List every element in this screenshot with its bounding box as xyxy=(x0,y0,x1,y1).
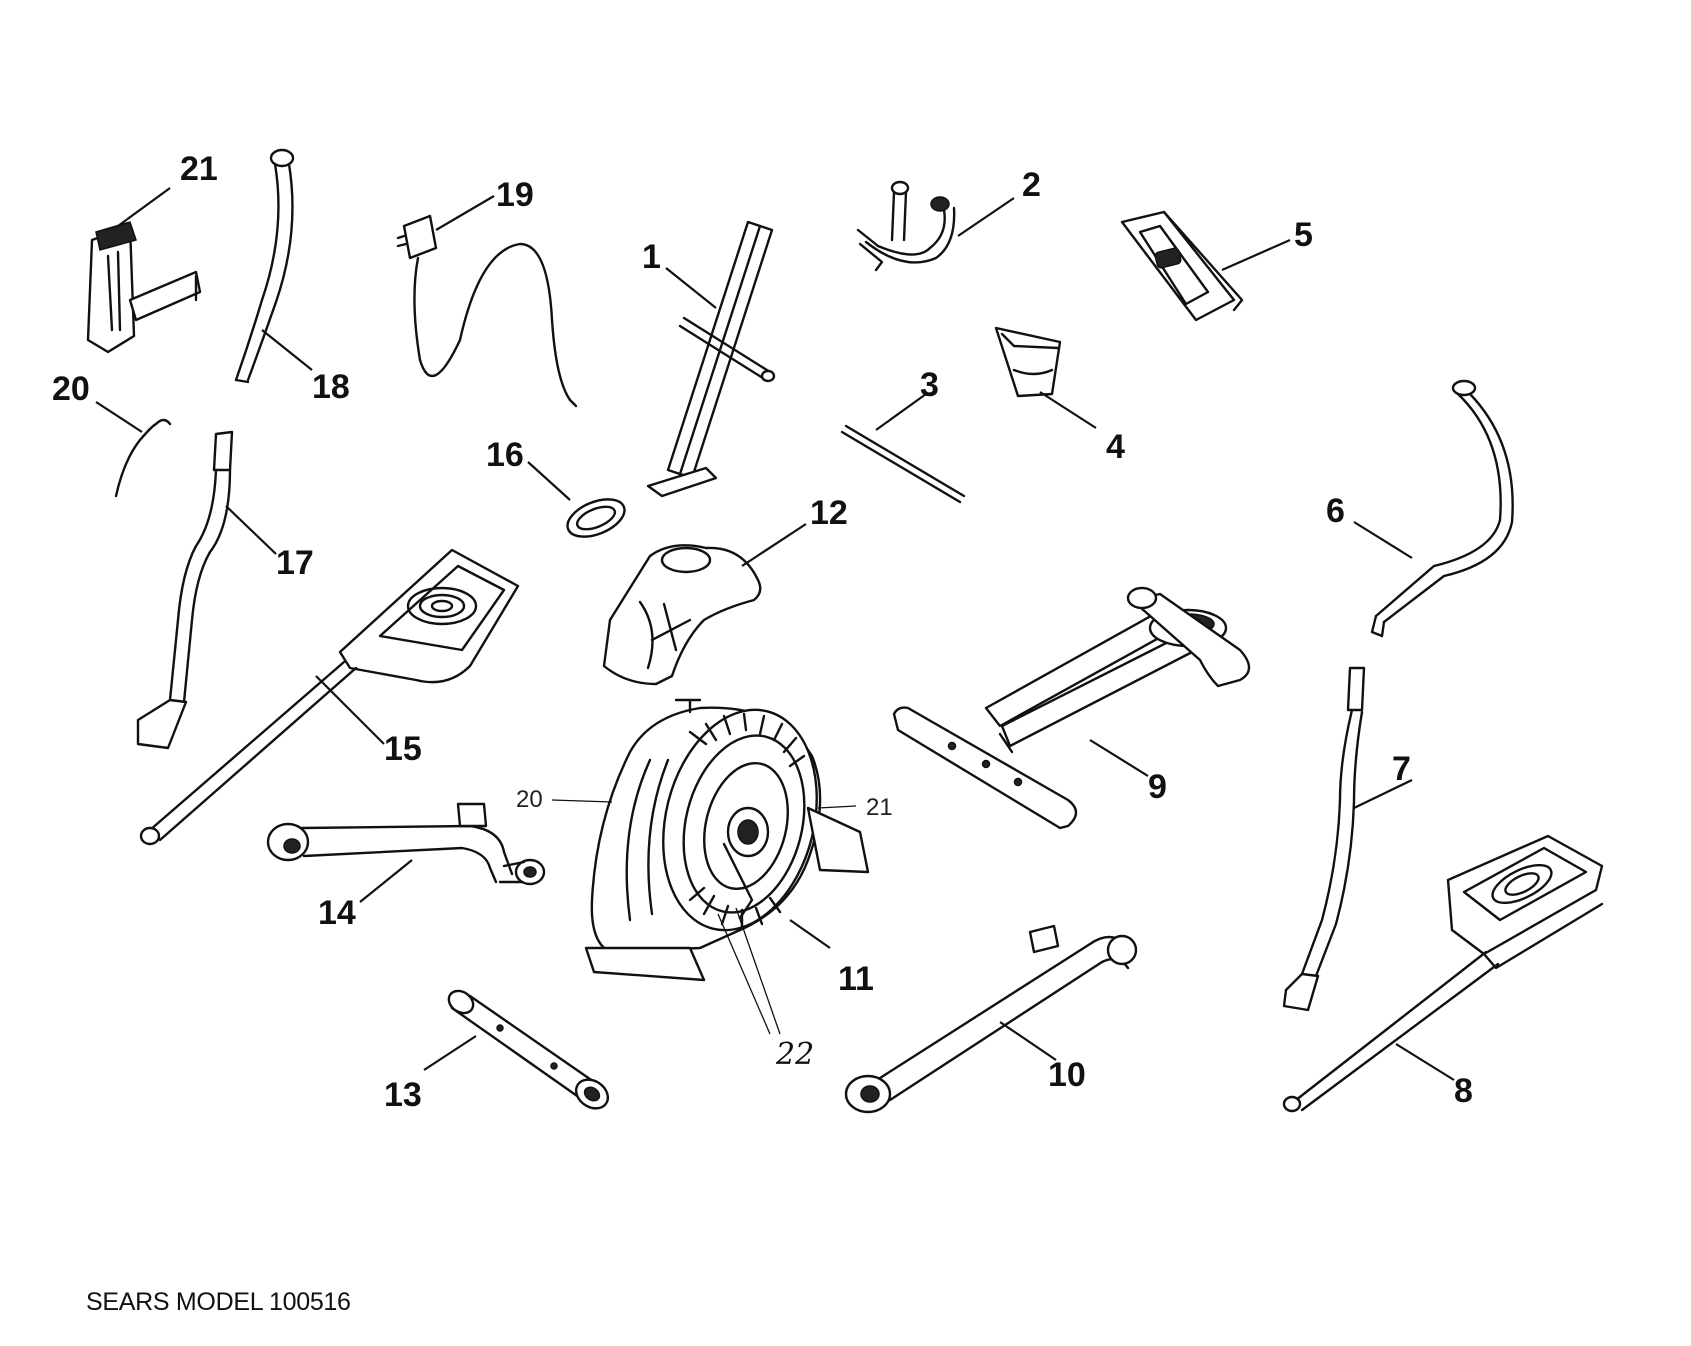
callout-4: 4 xyxy=(1106,428,1125,466)
part-14-crank-arm xyxy=(266,802,546,903)
part-20-wire xyxy=(95,401,172,498)
callout-1: 1 xyxy=(642,238,661,276)
callout-14: 14 xyxy=(318,894,356,932)
callout-5: 5 xyxy=(1294,216,1313,254)
callout-18: 18 xyxy=(312,368,350,406)
sub-callout-20: 20 xyxy=(516,786,543,813)
model-caption: SEARS MODEL 100516 xyxy=(86,1288,351,1316)
part-8-right-pedal-arm xyxy=(1282,834,1604,1113)
callout-2: 2 xyxy=(1022,166,1041,204)
callout-19: 19 xyxy=(496,176,534,214)
callout-6: 6 xyxy=(1326,492,1345,530)
callout-21: 21 xyxy=(180,150,218,188)
callout-11: 11 xyxy=(838,960,874,998)
part-12-shroud xyxy=(602,523,807,686)
callout-12: 12 xyxy=(810,494,848,532)
callout-17: 17 xyxy=(276,544,314,582)
part-6-right-handlebar xyxy=(1353,379,1514,638)
callout-9: 9 xyxy=(1148,768,1167,806)
callout-8: 8 xyxy=(1454,1072,1473,1110)
part-2-handlebar-frame xyxy=(856,180,1015,272)
part-9-base-frame xyxy=(892,586,1251,830)
part-17-left-upright-arm xyxy=(136,430,277,750)
callout-3: 3 xyxy=(920,366,939,404)
sub-callout-21: 21 xyxy=(866,794,893,821)
sub-callout-22: 22 xyxy=(776,1037,815,1072)
callout-7: 7 xyxy=(1392,750,1411,788)
callout-15: 15 xyxy=(384,730,422,768)
callout-16: 16 xyxy=(486,436,524,474)
part-3-axle-rod xyxy=(840,393,966,504)
part-18-handlebar-tube xyxy=(234,148,313,384)
part-10-crank-link xyxy=(844,924,1138,1114)
part-16-grommet xyxy=(527,461,626,538)
part-21-console-bracket xyxy=(86,187,202,354)
part-7-right-upright-arm xyxy=(1282,666,1413,1012)
part-1-upright-post xyxy=(646,220,776,498)
part-5-console xyxy=(1120,210,1291,322)
part-13-pivot-tube xyxy=(423,989,610,1110)
callout-10: 10 xyxy=(1048,1056,1086,1094)
part-11-flywheel-assembly xyxy=(551,698,870,1035)
callout-20: 20 xyxy=(52,370,90,408)
part-19-power-adapter xyxy=(396,195,578,408)
part-15-left-pedal-arm xyxy=(139,548,520,846)
callout-13: 13 xyxy=(384,1076,422,1114)
part-4-housing xyxy=(994,326,1097,429)
